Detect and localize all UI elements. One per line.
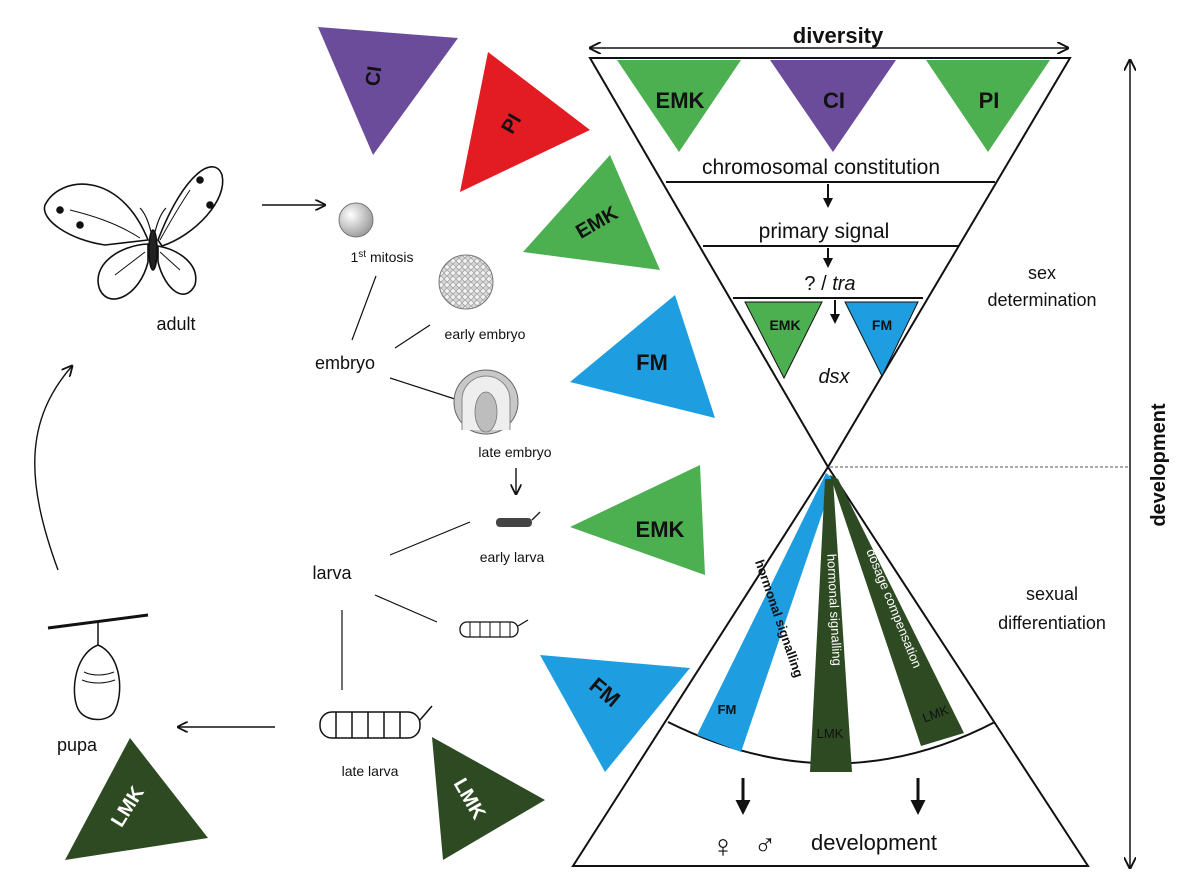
fm-side-1-label: FM (636, 350, 668, 375)
late-larva-icon (319, 705, 433, 739)
arrow-pupa-to-adult (34, 366, 72, 571)
female-symbol: ♀ (711, 828, 735, 864)
development-bottom-label: development (811, 830, 937, 855)
male-symbol: ♂ (754, 829, 777, 862)
lmk-side-triangle-late-larva: LMK (432, 737, 545, 860)
late-embryo-icon (453, 369, 519, 435)
adult-label: adult (156, 314, 195, 334)
pi-side-triangle: PI (460, 52, 590, 192)
funnel-emk-triangle: EMK (617, 60, 741, 152)
sexual-label: sexual (1026, 584, 1078, 604)
mitosis-cell-icon (338, 202, 374, 238)
diversity-label: diversity (793, 23, 884, 48)
funnel-emk-label: EMK (656, 88, 705, 113)
determination-label: determination (987, 290, 1096, 310)
emk-side-2-label: EMK (636, 517, 685, 542)
ci-side-label: CI (362, 65, 387, 88)
embryo-label: embryo (315, 353, 375, 373)
ci-side-triangle: CI (318, 27, 458, 155)
primary-signal-label: primary signal (759, 220, 890, 243)
sex-label: sex (1028, 263, 1056, 283)
line-larva-early (389, 521, 471, 556)
funnel-ci-triangle: CI (770, 60, 896, 152)
development-vertical-label: development (1148, 403, 1170, 527)
early-embryo-icon (438, 254, 494, 310)
dsx-label: dsx (818, 366, 850, 388)
line-embryo-late (389, 377, 459, 401)
emk-side-triangle-2: EMK (570, 465, 705, 575)
early-larva-icon (496, 511, 541, 527)
larva-label: larva (312, 563, 352, 583)
line-embryo-early (394, 324, 431, 349)
pupa-label: pupa (57, 735, 98, 755)
late-embryo-label: late embryo (478, 444, 551, 460)
stripe-lmk-1: hormonal signalling LMK (810, 479, 852, 772)
stripe-lmk-1-label: LMK (817, 726, 844, 741)
stripe-fm-label: FM (718, 702, 737, 717)
funnel-emk-small-triangle: EMK (744, 301, 823, 380)
funnel-fm-small-triangle: FM (844, 301, 919, 378)
fm-side-triangle-1: FM (570, 295, 715, 418)
fm-side-triangle-2: FM (540, 655, 690, 772)
first-mitosis-label: 1st mitosis (350, 249, 413, 265)
late-larva-label: late larva (342, 763, 399, 779)
early-larva-label: early larva (480, 549, 545, 565)
funnel-pi-label: PI (979, 88, 1000, 113)
funnel-pi-triangle: PI (926, 60, 1050, 152)
funnel-emk-small-label: EMK (769, 317, 800, 333)
line-larva-mid (374, 594, 438, 623)
pupa-icon (47, 613, 149, 721)
lmk-side-triangle-pupa: LMK (65, 738, 208, 860)
butterfly-icon (43, 166, 224, 300)
funnel-fm-small-label: FM (872, 317, 892, 333)
tra-label: ? / tra (804, 273, 855, 295)
differentiation-label: differentiation (998, 613, 1106, 633)
line-embryo-mitosis (351, 275, 377, 341)
chromosomal-constitution-label: chromosomal constitution (702, 156, 940, 179)
emk-side-triangle-1: EMK (523, 155, 660, 270)
early-embryo-label: early embryo (445, 326, 526, 342)
stripe-lmk-1-text: hormonal signalling (824, 553, 845, 666)
mid-larva-icon (459, 619, 529, 638)
funnel-ci-label: CI (823, 88, 845, 113)
